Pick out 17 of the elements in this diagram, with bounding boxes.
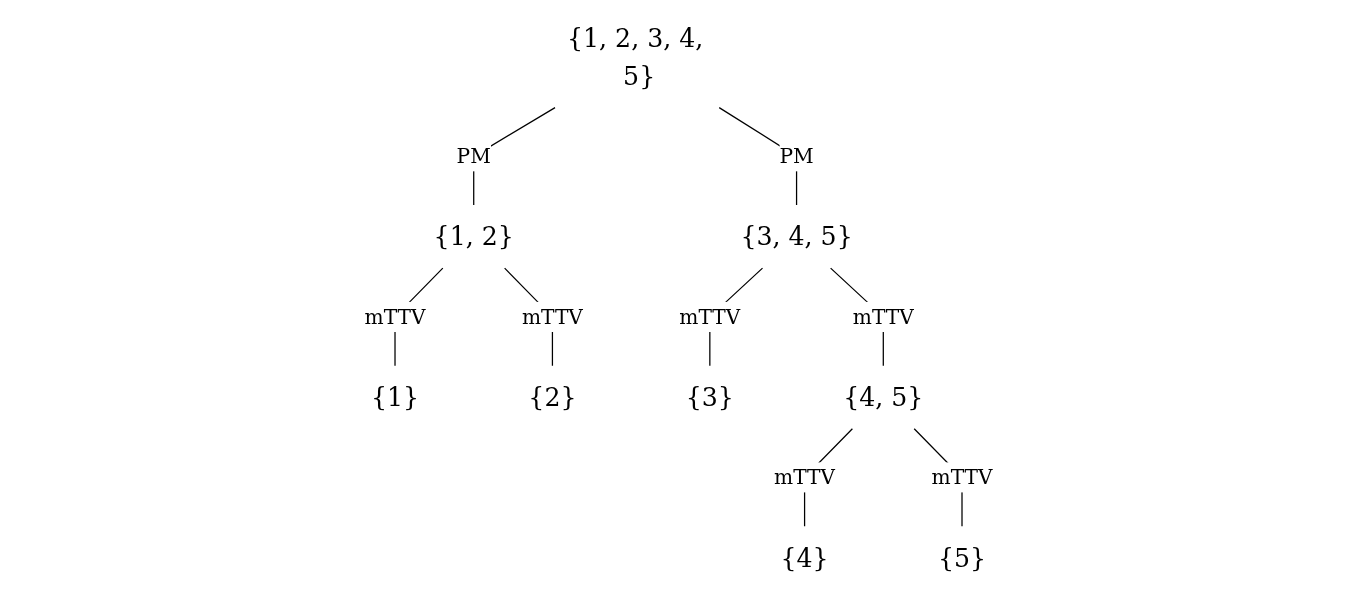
edge-label: mTTV <box>931 465 993 490</box>
node-text: {1, 2} <box>433 221 514 252</box>
edge-label: mTTV <box>364 305 426 329</box>
node-text: {5} <box>937 543 987 573</box>
node-text: {2} <box>528 382 577 412</box>
edge-label: PM <box>456 144 491 169</box>
edge-label: mTTV <box>852 305 914 329</box>
node-text: {4, 5} <box>843 382 924 412</box>
edge-label: PM <box>779 144 814 169</box>
node-text: {4} <box>780 543 829 573</box>
edge-label: mTTV <box>521 305 583 329</box>
node-text: {3} <box>685 382 734 412</box>
edge-label: mTTV <box>679 305 741 329</box>
node-text: {3, 4, 5} <box>740 221 853 252</box>
node-text: {1, 2, 3, 4, 5} <box>566 23 704 91</box>
edge-label: mTTV <box>774 465 836 490</box>
node-text: {1} <box>370 382 420 412</box>
